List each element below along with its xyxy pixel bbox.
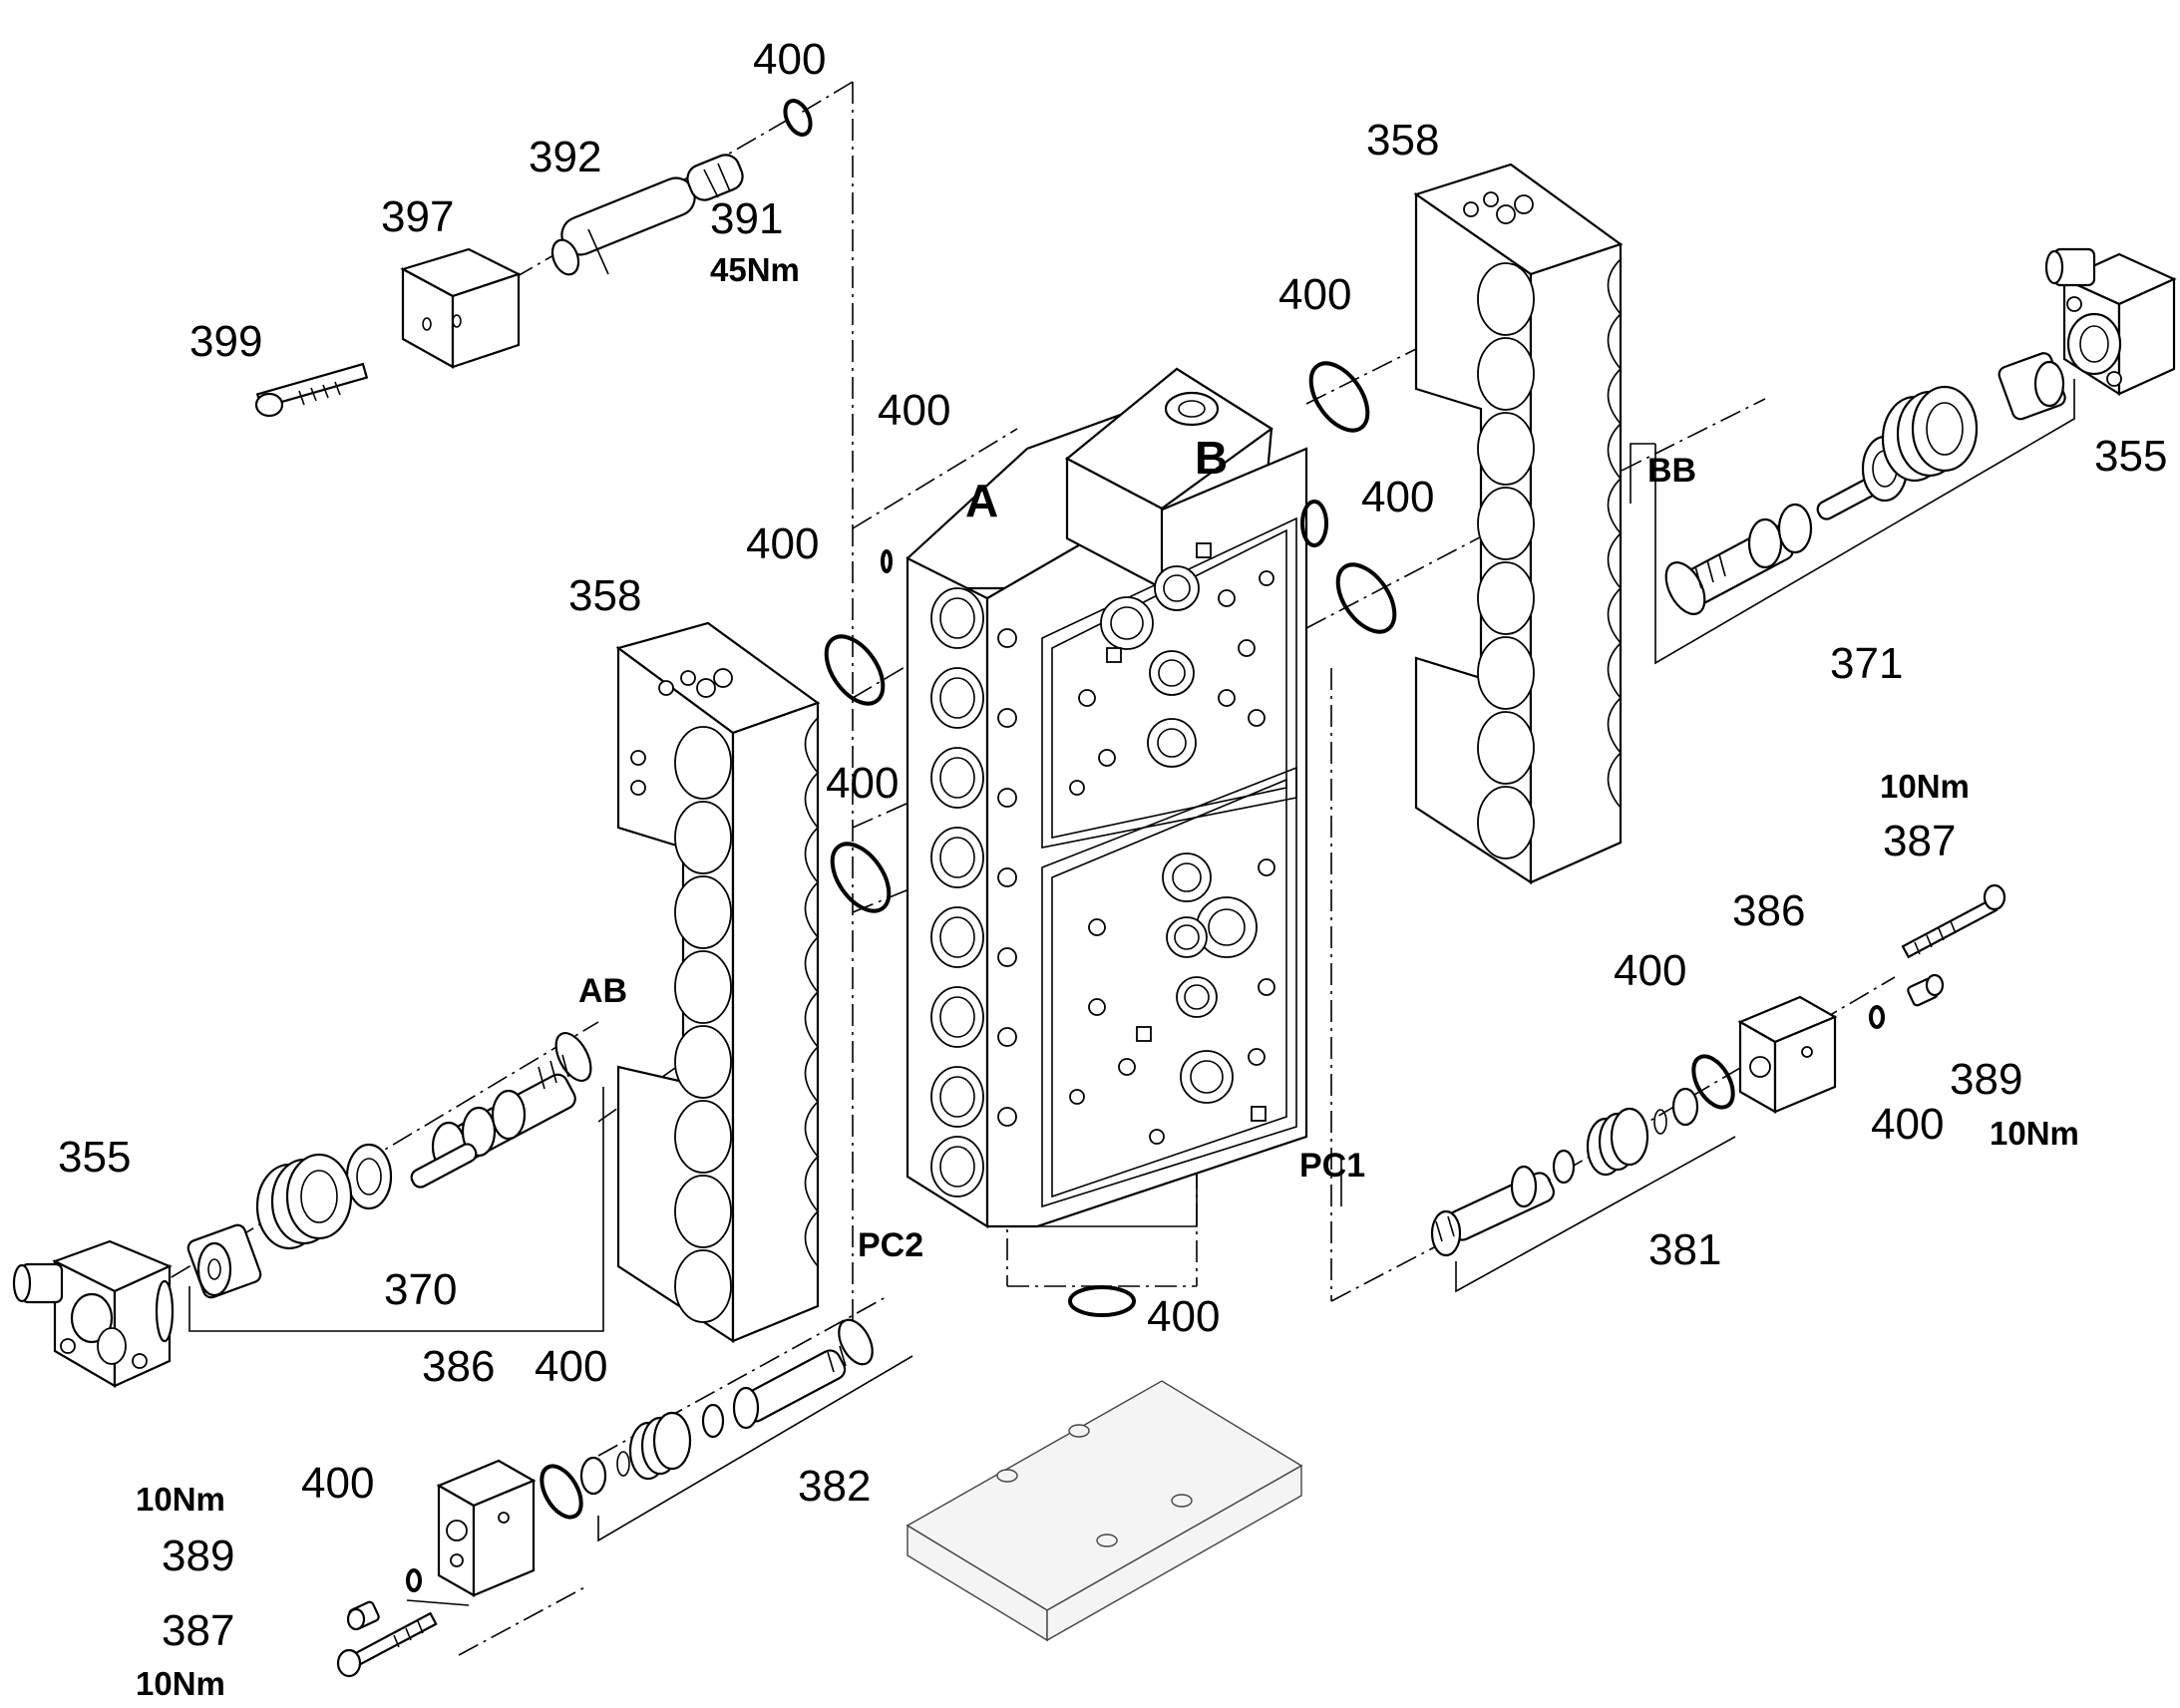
bushing-391 [686, 154, 744, 201]
label-397: 397 [381, 192, 454, 241]
label-port-AB: AB [578, 972, 627, 1010]
label-387-left: 387 [162, 1606, 234, 1655]
label-387-right-torque: 10Nm [1880, 768, 1970, 805]
label-370: 370 [384, 1265, 457, 1314]
spool-assembly-381 [1430, 1087, 1699, 1257]
label-port-B: B [1195, 432, 1228, 484]
label-400-b: 400 [878, 386, 950, 435]
label-400-c: 400 [746, 519, 819, 568]
label-port-A: A [965, 475, 998, 526]
label-371: 371 [1830, 639, 1903, 688]
label-400-f: 400 [301, 1459, 374, 1508]
label-386-left: 386 [422, 1342, 495, 1391]
spool-assembly-382 [579, 1318, 874, 1496]
body-front-ports-upper [1069, 542, 1274, 796]
cap-screw-399 [254, 362, 369, 418]
label-400-i: 400 [1361, 473, 1434, 521]
valve-block-body [906, 367, 1328, 1228]
label-387-right: 387 [1883, 817, 1956, 865]
end-plate-358-left [615, 621, 821, 1344]
label-386-right: 386 [1732, 886, 1805, 935]
body-side-bores [930, 587, 1017, 1197]
label-399: 399 [189, 317, 262, 366]
o-rings [406, 361, 1885, 1592]
plug-screw-389-right [1907, 973, 1945, 1007]
cover-block-397 [400, 247, 522, 369]
solenoid-cap-355-left [12, 1239, 175, 1388]
bottom-plate [906, 1380, 1303, 1642]
label-355-right: 355 [2094, 432, 2167, 481]
body-front-ports-lower [1069, 853, 1275, 1145]
cap-screw-387-left [336, 1611, 438, 1678]
label-392: 392 [529, 133, 601, 181]
label-400-e: 400 [535, 1342, 607, 1391]
label-400-top: 400 [753, 35, 826, 84]
label-400-h: 400 [1278, 270, 1351, 319]
spool-assembly-371 [1664, 352, 2066, 615]
label-389-left-torque: 10Nm [136, 1481, 225, 1518]
label-port-BB: BB [1647, 452, 1696, 490]
solenoid-cap-355-right [2044, 247, 2177, 397]
label-port-PC1: PC1 [1299, 1147, 1365, 1185]
label-389-right-torque: 10Nm [1990, 1115, 2079, 1152]
label-389-left: 389 [162, 1532, 234, 1580]
label-358-left: 358 [568, 571, 641, 620]
cover-block-386-left [436, 1459, 537, 1597]
pin-392 [550, 176, 696, 276]
label-382: 382 [798, 1462, 871, 1511]
spool-assembly-370 [186, 1032, 592, 1299]
labels: 400 392 391 45Nm 397 399 400 400 358 400… [58, 35, 2167, 1702]
end-plate-358-right [1413, 163, 1624, 885]
cover-block-386-right [1737, 995, 1838, 1114]
cap-screw-387-right [1901, 883, 2006, 959]
label-358-right: 358 [1366, 116, 1439, 165]
label-400-g: 400 [1147, 1292, 1220, 1341]
label-391-torque: 45Nm [710, 251, 800, 288]
label-355-left: 355 [58, 1133, 131, 1182]
label-400-d: 400 [826, 759, 899, 808]
leader-lines [188, 379, 2075, 1606]
label-400-k: 400 [1871, 1100, 1944, 1149]
label-387-left-torque: 10Nm [136, 1665, 225, 1702]
label-port-PC2: PC2 [858, 1226, 923, 1264]
label-391: 391 [710, 194, 783, 243]
o-ring-400-top [783, 99, 813, 137]
label-381: 381 [1648, 1225, 1721, 1274]
end-plate-right-bores [1463, 191, 1535, 859]
label-389-right: 389 [1950, 1055, 2022, 1104]
plug-screw-389-left [346, 1600, 380, 1631]
end-plate-left-bores [630, 668, 733, 1323]
label-400-j: 400 [1614, 946, 1686, 995]
